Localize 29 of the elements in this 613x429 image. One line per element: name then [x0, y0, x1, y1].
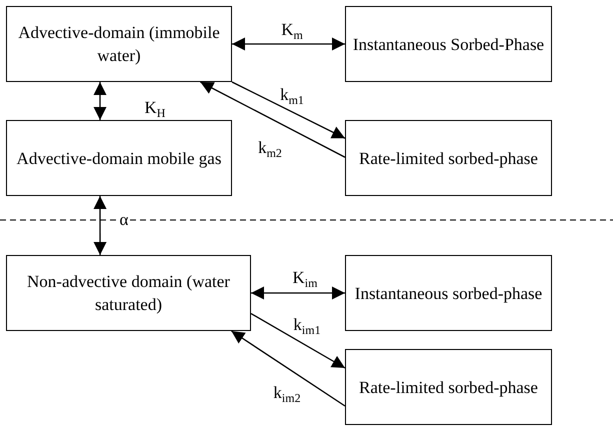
edge-label: k$_{m2}$	[257, 139, 283, 157]
edge-label: K$_{im}$	[292, 269, 318, 287]
node-label: Rate-limited sorbed-phase	[358, 376, 539, 398]
arrow	[231, 330, 346, 407]
edge-label: k$_{m1}$	[279, 86, 305, 104]
arrow	[250, 312, 346, 369]
node-label: Advective-domain (immobile water)	[17, 22, 221, 67]
node-label: Rate-limited sorbed-phase	[358, 148, 539, 170]
arrow	[232, 81, 346, 139]
node-label: Instantaneous sorbed-phase	[354, 282, 544, 304]
process-box	[6, 255, 251, 331]
process-box	[345, 255, 552, 331]
process-box	[6, 6, 232, 82]
node-label: Advective-domain mobile gas	[16, 148, 222, 170]
node-label: Instantaneous Sorbed-Phase	[352, 34, 546, 56]
arrow	[251, 286, 345, 300]
process-box	[345, 349, 552, 425]
process-box	[345, 6, 552, 82]
node-label: Non-advective domain (water saturated)	[26, 271, 231, 316]
edge-label: k$_{im2}$	[272, 384, 302, 402]
process-box	[6, 120, 232, 196]
edge-label: K$_{H}$	[144, 99, 166, 117]
edge-label: k$_{im1}$	[292, 316, 322, 334]
process-box	[345, 120, 552, 196]
edge-label: K$_{m}$	[280, 21, 304, 39]
arrow	[94, 82, 107, 120]
arrow	[232, 38, 345, 50]
arrow	[200, 81, 346, 158]
arrow	[94, 196, 107, 255]
